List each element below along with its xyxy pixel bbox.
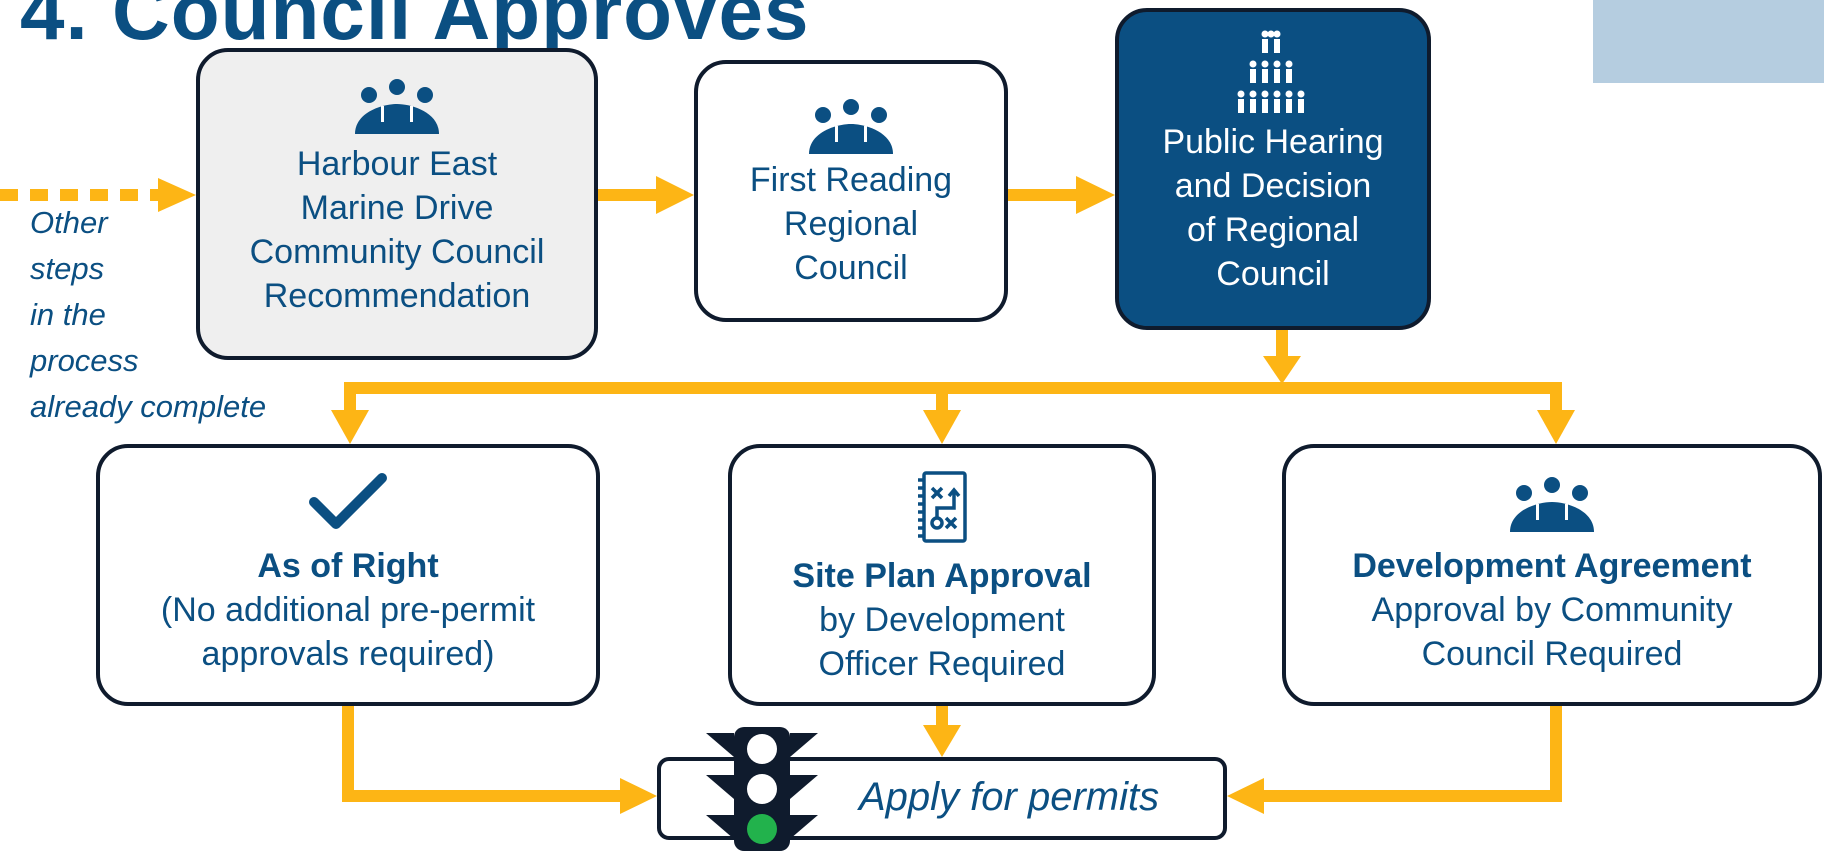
step-first-reading-box: First Reading Regional Council bbox=[694, 60, 1008, 322]
step-label-line: Council bbox=[794, 249, 908, 287]
arrowhead bbox=[620, 778, 657, 814]
arrowhead bbox=[656, 176, 694, 214]
apply-for-permits-label: Apply for permits bbox=[859, 775, 1160, 819]
outcome-heading: Site Plan Approval bbox=[792, 557, 1092, 595]
step-label-line: Regional bbox=[783, 205, 919, 243]
step-label-line: Public Hearing bbox=[1162, 123, 1384, 161]
step-public-hearing-box: Public Hearing and Decision of Regional … bbox=[1115, 8, 1431, 330]
meeting-group-icon bbox=[355, 79, 439, 134]
meeting-group-icon bbox=[1510, 477, 1594, 532]
outcome-label-line: Council Required bbox=[1421, 635, 1683, 673]
arrowhead bbox=[923, 725, 961, 757]
outcome-label-line: approvals required) bbox=[201, 635, 495, 673]
branch-bar bbox=[344, 382, 1562, 412]
page-title: 4. Council Approves bbox=[20, 0, 810, 56]
step-label-line: Council bbox=[1216, 255, 1330, 293]
step-label-line: Harbour East bbox=[296, 145, 498, 183]
arrowhead bbox=[1263, 356, 1301, 384]
outcome-development-agreement-box: Development Agreement Approval by Commun… bbox=[1282, 444, 1822, 706]
step-label-line: and Decision bbox=[1174, 167, 1372, 205]
step-label-line: First Reading bbox=[749, 161, 953, 199]
side-note: Other steps in the process already compl… bbox=[30, 200, 266, 430]
arrowhead bbox=[158, 178, 196, 212]
step-label-line: Marine Drive bbox=[300, 189, 494, 227]
checkmark-icon bbox=[309, 473, 387, 529]
outcome-as-of-right-box: As of Right (No additional pre-permit ap… bbox=[96, 444, 600, 706]
step-label-line: Community Council bbox=[249, 233, 545, 271]
arrowhead bbox=[331, 410, 369, 444]
connector-outcome3-permits bbox=[1262, 706, 1562, 802]
crowd-icon bbox=[1237, 30, 1305, 113]
outcome-label-line: (No additional pre-permit bbox=[160, 591, 536, 629]
outcome-site-plan-box: Site Plan Approval by Development Office… bbox=[728, 444, 1156, 706]
outcome-label-line: Officer Required bbox=[818, 645, 1066, 683]
side-note-line: Other bbox=[30, 205, 108, 240]
corner-block bbox=[1593, 0, 1824, 83]
arrowhead bbox=[923, 410, 961, 444]
site-plan-icon bbox=[918, 471, 967, 543]
step-label-line: Recommendation bbox=[263, 277, 531, 315]
side-note-line: steps bbox=[30, 251, 105, 286]
side-note-line: already complete bbox=[30, 389, 267, 424]
outcome-label-line: by Development bbox=[819, 601, 1065, 639]
arrowhead bbox=[1227, 778, 1264, 814]
meeting-group-icon bbox=[809, 99, 893, 154]
step-community-council-box: Harbour East Marine Drive Community Coun… bbox=[196, 48, 598, 360]
outcome-heading: Development Agreement bbox=[1352, 547, 1752, 585]
arrowhead bbox=[1537, 410, 1575, 444]
step-label-line: of Regional bbox=[1186, 211, 1359, 249]
side-note-line: in the bbox=[30, 297, 106, 332]
traffic-light-icon bbox=[706, 727, 818, 851]
connector-outcome1-permits bbox=[342, 706, 622, 802]
outcome-heading: As of Right bbox=[257, 547, 439, 585]
arrowhead bbox=[1076, 176, 1115, 214]
outcome-label-line: Approval by Community bbox=[1371, 591, 1733, 629]
side-note-line: process bbox=[30, 343, 139, 378]
